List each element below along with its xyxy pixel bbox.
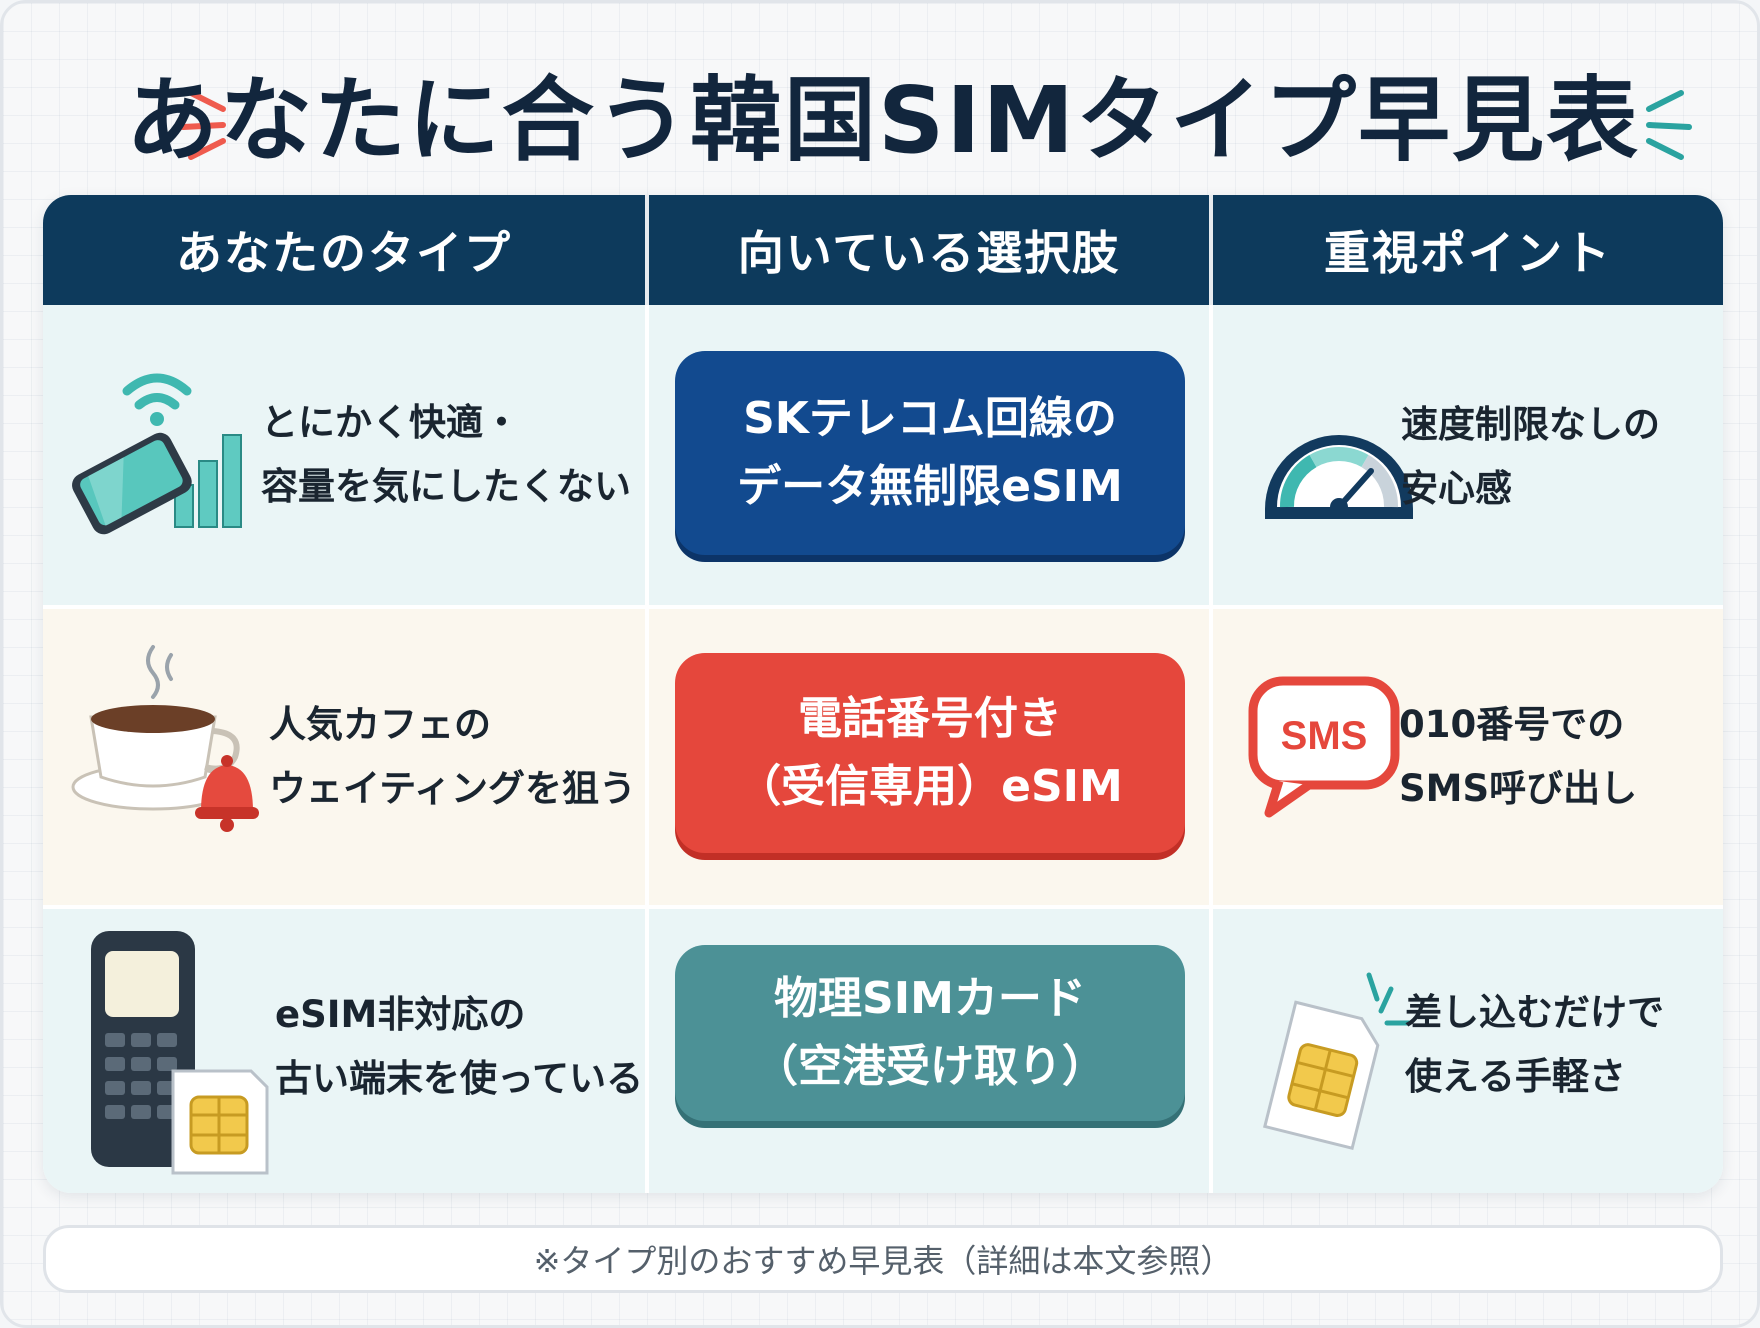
burst-right-icon <box>1646 90 1692 160</box>
type-line: eSIM非対応の <box>275 993 526 1036</box>
choice-line: （空港受け取り） <box>754 1041 1106 1092</box>
type-line: 人気カフェの <box>269 703 491 746</box>
table-header: あなたのタイプ 向いている選択肢 重視ポイント <box>43 195 1723 305</box>
type-text: 人気カフェの ウェイティングを狙う <box>269 693 636 821</box>
table-row: eSIM非対応の 古い端末を使っている 物理SIMカード （空港受け取り） <box>43 909 1723 1193</box>
choice-line: （受信専用）eSIM <box>737 761 1123 812</box>
phone-wifi-signal-icon <box>72 373 242 535</box>
point-line: 差し込むだけで <box>1405 991 1664 1034</box>
column-divider <box>1209 305 1213 605</box>
point-line: 安心感 <box>1401 467 1512 510</box>
header-divider <box>1209 195 1213 305</box>
choice-badge-esim-phone-number: 電話番号付き （受信専用）eSIM <box>675 653 1185 853</box>
column-divider <box>645 305 649 605</box>
column-divider <box>1209 609 1213 905</box>
row-divider <box>43 905 1723 909</box>
burst-left-icon <box>180 90 226 160</box>
point-text: 速度制限なしの 安心感 <box>1401 393 1660 521</box>
table-row: とにかく快適・ 容量を気にしたくない SKテレコム回線の データ無制限eSIM … <box>43 305 1723 605</box>
choice-line: SKテレコム回線の <box>743 393 1117 444</box>
choice-badge-physical-sim: 物理SIMカード （空港受け取り） <box>675 945 1185 1121</box>
sms-label: SMS <box>1281 714 1368 758</box>
header-type: あなたのタイプ <box>176 226 512 280</box>
header-point: 重視ポイント <box>1324 226 1612 280</box>
type-line: とにかく快適・ <box>261 401 520 444</box>
column-divider <box>645 909 649 1193</box>
type-line: 容量を気にしたくない <box>261 465 631 508</box>
type-line: ウェイティングを狙う <box>269 767 637 810</box>
column-divider <box>1209 909 1213 1193</box>
point-text: 差し込むだけで 使える手軽さ <box>1405 981 1664 1109</box>
type-text: とにかく快適・ 容量を気にしたくない <box>261 391 631 519</box>
footer-note: ※タイプ別のおすすめ早見表（詳細は本文参照） <box>43 1225 1723 1293</box>
sms-bubble-icon: SMS <box>1248 676 1400 818</box>
page-title: あなたに合う韓国SIMタイプ早見表 <box>125 66 1641 174</box>
choice-line: 物理SIMカード <box>774 973 1086 1024</box>
header-divider <box>645 195 649 305</box>
type-line: 古い端末を使っている <box>275 1057 644 1100</box>
speedometer-icon <box>1265 435 1413 519</box>
sim-card-icon <box>1263 972 1412 1151</box>
point-line: SMS呼び出し <box>1399 767 1638 810</box>
choice-line: 電話番号付き <box>798 693 1062 744</box>
column-divider <box>645 609 649 905</box>
choice-line: データ無制限eSIM <box>737 461 1123 512</box>
choice-badge-esim-unlimited: SKテレコム回線の データ無制限eSIM <box>675 351 1185 555</box>
type-text: eSIM非対応の 古い端末を使っている <box>275 983 643 1111</box>
coffee-bell-icon <box>71 645 259 832</box>
row-divider <box>43 605 1723 609</box>
comparison-table: あなたのタイプ 向いている選択肢 重視ポイント <box>43 195 1723 1193</box>
header-choice: 向いている選択肢 <box>737 226 1121 280</box>
feature-phone-sim-icon <box>91 931 269 1175</box>
table-row: 人気カフェの ウェイティングを狙う 電話番号付き （受信専用）eSIM SMS … <box>43 609 1723 905</box>
point-line: 010番号での <box>1399 703 1625 746</box>
point-line: 速度制限なしの <box>1401 403 1660 446</box>
point-line: 使える手軽さ <box>1405 1055 1626 1098</box>
point-text: 010番号での SMS呼び出し <box>1399 693 1637 821</box>
title-wrap: あなたに合う韓国SIMタイプ早見表 <box>3 47 1760 177</box>
